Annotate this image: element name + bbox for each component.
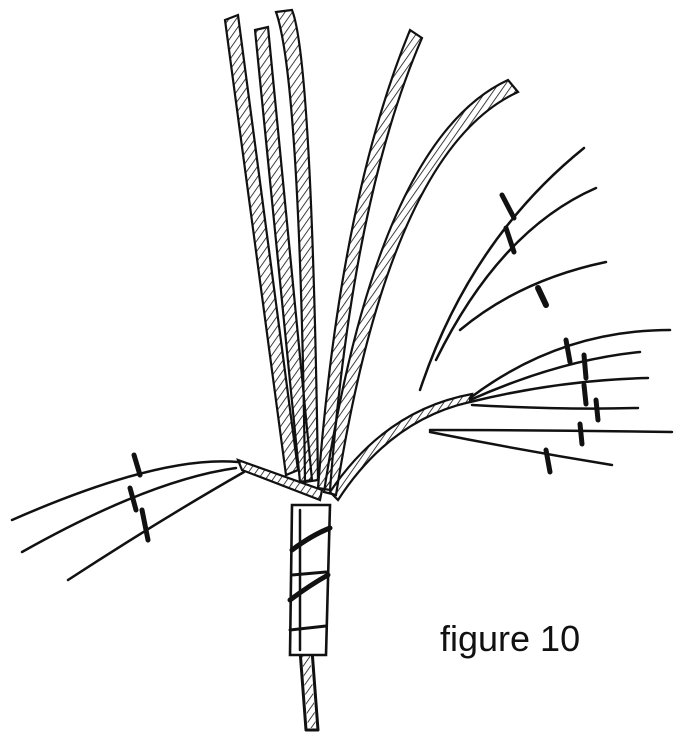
upright-strands (225, 10, 518, 495)
core-wire (300, 650, 318, 730)
left-branch (12, 455, 322, 580)
right-branch (330, 330, 672, 500)
wrapped-stem (290, 505, 330, 655)
figure-caption: figure 10 (440, 618, 580, 660)
upper-fine-wires (420, 148, 606, 390)
